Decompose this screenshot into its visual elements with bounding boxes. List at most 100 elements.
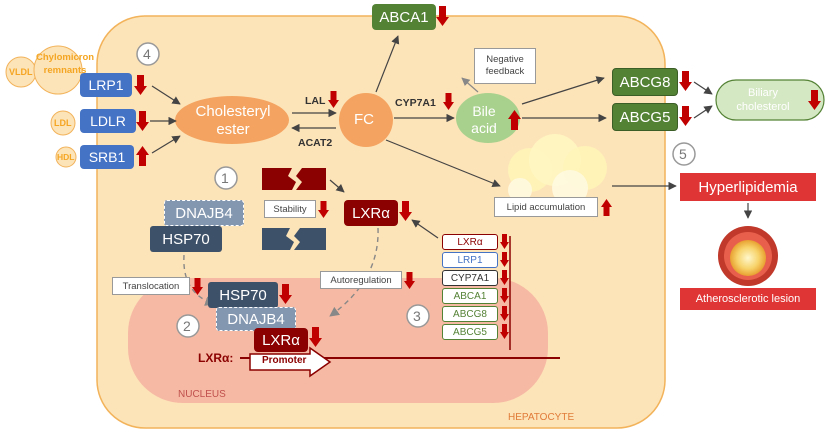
fc-node (339, 93, 393, 147)
down-arrow-icon (679, 106, 692, 126)
hdl-label: HDL (57, 152, 75, 162)
nucleus-label: NUCLEUS (178, 389, 226, 400)
step-number-4: 4 (143, 46, 151, 62)
target-gene-cyp7a1: CYP7A1 (442, 270, 498, 286)
target-gene-lrp1: LRP1 (442, 252, 498, 268)
dnajb4-label: DNAJB4 (175, 204, 233, 222)
atherosclerotic-lesion-label: Atherosclerotic lesion (695, 293, 801, 305)
hsp70-chaperone: HSP70 (150, 226, 222, 252)
down-arrow-icon (679, 71, 692, 91)
dnajb4-chaperone: DNAJB4 (164, 200, 244, 226)
down-arrow-icon (500, 288, 509, 303)
nuclear-hsp70: HSP70 (208, 282, 278, 308)
target-gene-label: ABCA1 (453, 290, 487, 302)
negative-feedback-line1: Negative (486, 54, 524, 66)
chylomicron-label-line2: remnants (43, 64, 87, 76)
nuclear-hsp70-label: HSP70 (219, 286, 267, 304)
target-gene-abcg5: ABCG5 (442, 324, 498, 340)
bile-acid-line1: Bile (472, 103, 496, 119)
down-arrow-icon (443, 93, 454, 110)
atherosclerotic-lesion-box: Atherosclerotic lesion (680, 288, 816, 310)
down-arrow-icon (318, 201, 329, 218)
chylomicron-particle (33, 45, 83, 95)
step-circle (672, 142, 696, 166)
target-gene-label: LXRα (457, 236, 483, 248)
hepatocyte-label: HEPATOCYTE (508, 412, 575, 423)
up-arrow-icon (136, 146, 149, 166)
negative-feedback-line2: feedback (485, 66, 525, 77)
autoregulation-label: Autoregulation (330, 274, 392, 286)
bile-acid-line2: acid (471, 119, 497, 136)
abca1-transporter: ABCA1 (372, 4, 436, 30)
nuclear-dnajb4-label: DNAJB4 (227, 310, 285, 328)
down-arrow-icon (436, 6, 449, 26)
lxra-gene-label: LXRα: (198, 351, 234, 365)
bile-acid-label: Bile acid (460, 103, 508, 137)
target-gene-abca1: ABCA1 (442, 288, 498, 304)
ldlr-label: LDLR (90, 113, 126, 129)
step-number-3: 3 (413, 308, 421, 324)
target-gene-label: ABCG5 (453, 326, 487, 338)
down-arrow-icon (500, 306, 509, 321)
down-arrow-icon (500, 324, 509, 339)
step-circle (136, 42, 160, 66)
translocation-box: Translocation (112, 277, 190, 295)
lipid-accumulation-label: Lipid accumulation (506, 201, 586, 213)
negative-feedback-box: Negative feedback (474, 48, 536, 84)
abcg8-transporter: ABCG8 (612, 68, 678, 96)
cholesteryl-ester-line2: ester (216, 121, 250, 138)
cholesteryl-ester-node (175, 96, 289, 144)
abcg8-label: ABCG8 (619, 73, 671, 91)
stability-box: Stability (264, 200, 316, 218)
lrp1-receptor: LRP1 (80, 73, 132, 97)
bile-acid-node (456, 93, 520, 143)
down-arrow-icon (192, 278, 203, 295)
hdl-particle (55, 146, 77, 168)
ldl-label: LDL (54, 118, 72, 128)
down-arrow-icon (399, 201, 412, 221)
cyp7a1-enzyme-label: CYP7A1 (395, 97, 436, 109)
fc-label: FC (354, 111, 374, 128)
lrp1-label: LRP1 (88, 77, 124, 93)
nuclear-lxra-label: LXRα (262, 331, 300, 349)
step-number-5: 5 (679, 146, 687, 162)
cholesteryl-ester-label: Cholesteryl ester (176, 103, 290, 139)
nuclear-dnajb4: DNAJB4 (216, 307, 296, 331)
biliary-cholesterol-label: Biliary cholesterol (720, 87, 806, 115)
step-number-2: 2 (183, 318, 191, 334)
srb1-label: SRB1 (88, 149, 126, 165)
lxr-degraded-fragment (262, 228, 326, 250)
target-gene-label: ABCG8 (453, 308, 487, 320)
target-gene-label: CYP7A1 (450, 272, 490, 284)
hyperlipidemia-label: Hyperlipidemia (698, 178, 798, 196)
lal-label: LAL (305, 95, 326, 107)
step-circle (214, 166, 238, 190)
target-gene-label: LRP1 (457, 254, 483, 266)
chylomicron-label: Chylomicron remnants (36, 52, 94, 78)
down-arrow-icon (136, 111, 149, 131)
down-arrow-icon (328, 91, 339, 108)
vldl-label: VLDL (9, 67, 33, 77)
acat2-label: ACAT2 (298, 137, 333, 149)
nuclear-lxra: LXRα (254, 328, 308, 352)
chylomicron-label-line1: Chylomicron (36, 52, 95, 63)
abcg5-label: ABCG5 (619, 108, 671, 126)
up-arrow-icon (508, 110, 521, 130)
down-arrow-icon (500, 270, 509, 285)
lxra-label: LXRα (352, 204, 390, 222)
lipid-accumulation-box: Lipid accumulation (494, 197, 598, 217)
srb1-receptor: SRB1 (80, 145, 134, 169)
up-arrow-icon (601, 199, 612, 216)
biliary-line2: cholesterol (736, 100, 790, 113)
promoter-label: Promoter (262, 355, 307, 366)
abca1-label: ABCA1 (379, 8, 429, 26)
hyperlipidemia-box: Hyperlipidemia (680, 173, 816, 201)
target-gene-abcg8: ABCG8 (442, 306, 498, 322)
biliary-line1: Biliary (748, 87, 778, 99)
promoter-shape (249, 346, 332, 378)
ldlr-receptor: LDLR (80, 109, 136, 133)
step-circle (406, 304, 430, 328)
down-arrow-icon (404, 272, 415, 289)
